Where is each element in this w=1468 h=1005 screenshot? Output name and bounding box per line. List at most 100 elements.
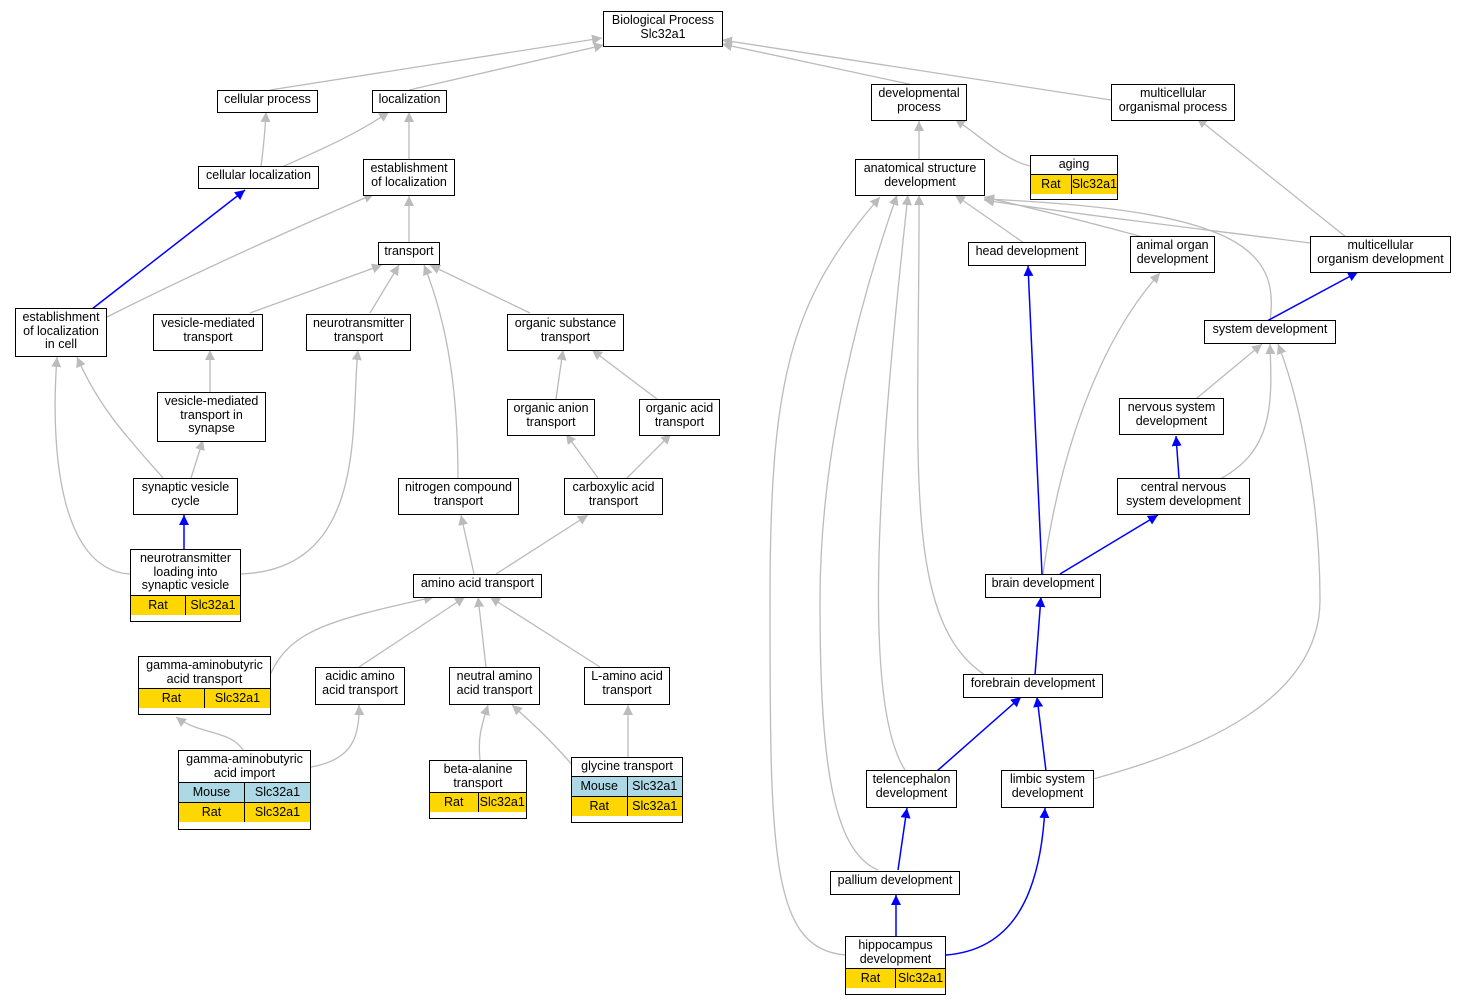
edge <box>1196 343 1263 399</box>
species-rat: Rat <box>444 795 464 809</box>
node-central-nervous-system-development[interactable]: central nervous system development <box>1117 478 1250 515</box>
node-vesicle-mediated-transport[interactable]: vesicle-mediated transport <box>153 314 263 351</box>
edge <box>260 111 271 168</box>
root-node-label: Biological Process Slc32a1 <box>611 13 715 41</box>
part-of-edge <box>91 189 246 310</box>
node-nervous-system-development[interactable]: nervous system development <box>1119 398 1224 435</box>
node-cellular-process[interactable]: cellular process <box>217 90 318 113</box>
node-organic-substance-transport[interactable]: organic substance transport <box>507 314 624 351</box>
node-cellular-localization[interactable]: cellular localization <box>198 166 319 189</box>
node-establishment-of-localization[interactable]: establishment of localization <box>363 159 455 196</box>
edge <box>429 264 531 314</box>
edge <box>310 704 365 768</box>
node-vesicle-mediated-transport-in-synapse[interactable]: vesicle-mediated transport in synapse <box>157 392 266 442</box>
edge <box>489 596 601 668</box>
node-developmental-process[interactable]: developmental process <box>871 84 967 121</box>
node-label: vesicle-mediated transport in synapse <box>164 394 259 435</box>
node-carboxylic-acid-transport[interactable]: carboxylic acid transport <box>564 478 663 515</box>
edge <box>914 194 986 676</box>
node-synaptic-vesicle-cycle[interactable]: synaptic vesicle cycle <box>133 478 238 515</box>
gene-symbol: Slc32a1 <box>204 689 270 708</box>
gene-symbol: Slc32a1 <box>626 776 683 796</box>
edge <box>249 263 383 314</box>
node-neutral-amino-acid-transport[interactable]: neutral amino acid transport <box>449 667 540 705</box>
edge <box>983 194 1272 322</box>
node-l-amino-acid-transport[interactable]: L-amino acid transport <box>584 667 670 705</box>
node-label: forebrain development <box>970 676 1096 690</box>
edge <box>474 596 487 668</box>
edge <box>358 596 466 668</box>
node-system-development[interactable]: system development <box>1204 320 1336 344</box>
node-brain-development[interactable]: brain development <box>985 574 1101 598</box>
node-organic-anion-transport[interactable]: organic anion transport <box>507 399 595 436</box>
node-neurotransmitter-transport[interactable]: neurotransmitter transport <box>306 314 411 351</box>
node-organic-acid-transport[interactable]: organic acid transport <box>639 399 720 436</box>
node-label: localization <box>378 92 441 106</box>
node-label: multicellular organism development <box>1317 238 1444 266</box>
node-anatomical-structure-development[interactable]: anatomical structure development <box>855 159 985 196</box>
edge <box>721 36 1112 101</box>
edge <box>269 594 435 676</box>
node-label: acidic amino acid transport <box>322 669 398 697</box>
root-node[interactable]: Biological Process Slc32a1 <box>603 11 723 47</box>
node-multicellular-organismal-process[interactable]: multicellular organismal process <box>1111 84 1235 121</box>
edge <box>591 349 658 400</box>
node-label: organic acid transport <box>645 401 714 429</box>
node-label: beta-alanine transport <box>443 762 513 790</box>
species-rat: Rat <box>1041 176 1061 191</box>
edge <box>369 264 400 314</box>
node-transport[interactable]: transport <box>378 242 440 265</box>
rat-annotation-row: Rat Slc32a1 <box>1031 173 1117 194</box>
node-nitrogen-compound-transport[interactable]: nitrogen compound transport <box>398 478 519 515</box>
node-label: L-amino acid transport <box>591 669 663 697</box>
node-establishment-of-localization-in-cell[interactable]: establishment of localization in cell <box>15 308 107 357</box>
edge <box>458 514 475 575</box>
node-limbic-system-development[interactable]: limbic system development <box>1001 770 1094 808</box>
edge <box>626 433 672 479</box>
node-label: telencephalon development <box>872 772 951 800</box>
part-of-edge <box>945 807 1050 956</box>
node-pallium-development[interactable]: pallium development <box>830 871 960 895</box>
gene-symbol: Slc32a1 <box>895 969 945 988</box>
edge <box>51 356 131 575</box>
node-label: system development <box>1212 322 1328 336</box>
node-amino-acid-transport[interactable]: amino acid transport <box>413 574 542 598</box>
gene-symbol: Slc32a1 <box>244 803 310 822</box>
node-animal-organ-development[interactable]: animal organ development <box>1130 236 1215 273</box>
part-of-edge <box>897 807 911 871</box>
species-rat: Rat <box>589 798 609 813</box>
part-of-edge <box>936 696 1022 772</box>
node-label: neutral amino acid transport <box>456 669 533 697</box>
node-acidic-amino-acid-transport[interactable]: acidic amino acid transport <box>315 667 405 705</box>
edge <box>954 118 1031 167</box>
part-of-edge <box>1023 265 1043 575</box>
edge <box>102 193 375 320</box>
node-localization[interactable]: localization <box>372 90 447 113</box>
edge <box>1042 272 1161 575</box>
node-telencephalon-development[interactable]: telencephalon development <box>866 770 957 808</box>
node-aging[interactable]: aging Rat Slc32a1 <box>1030 155 1118 200</box>
part-of-edge <box>1266 271 1359 322</box>
gene-symbol: Slc32a1 <box>1070 174 1117 194</box>
edge <box>954 194 1025 244</box>
node-label: neurotransmitter loading into synaptic v… <box>139 551 231 592</box>
edge <box>555 349 567 400</box>
node-multicellular-organism-development[interactable]: multicellular organism development <box>1310 236 1451 273</box>
node-label: hippocampus development <box>858 938 933 966</box>
edge <box>76 356 164 479</box>
node-head-development[interactable]: head development <box>968 242 1086 266</box>
node-neurotransmitter-loading-into-synaptic-vesicle[interactable]: neurotransmitter loading into synaptic v… <box>130 549 241 622</box>
gene-symbol: Slc32a1 <box>244 783 310 802</box>
node-label: aging <box>1058 157 1090 171</box>
node-forebrain-development[interactable]: forebrain development <box>963 674 1103 698</box>
species-rat: Rat <box>148 597 168 612</box>
